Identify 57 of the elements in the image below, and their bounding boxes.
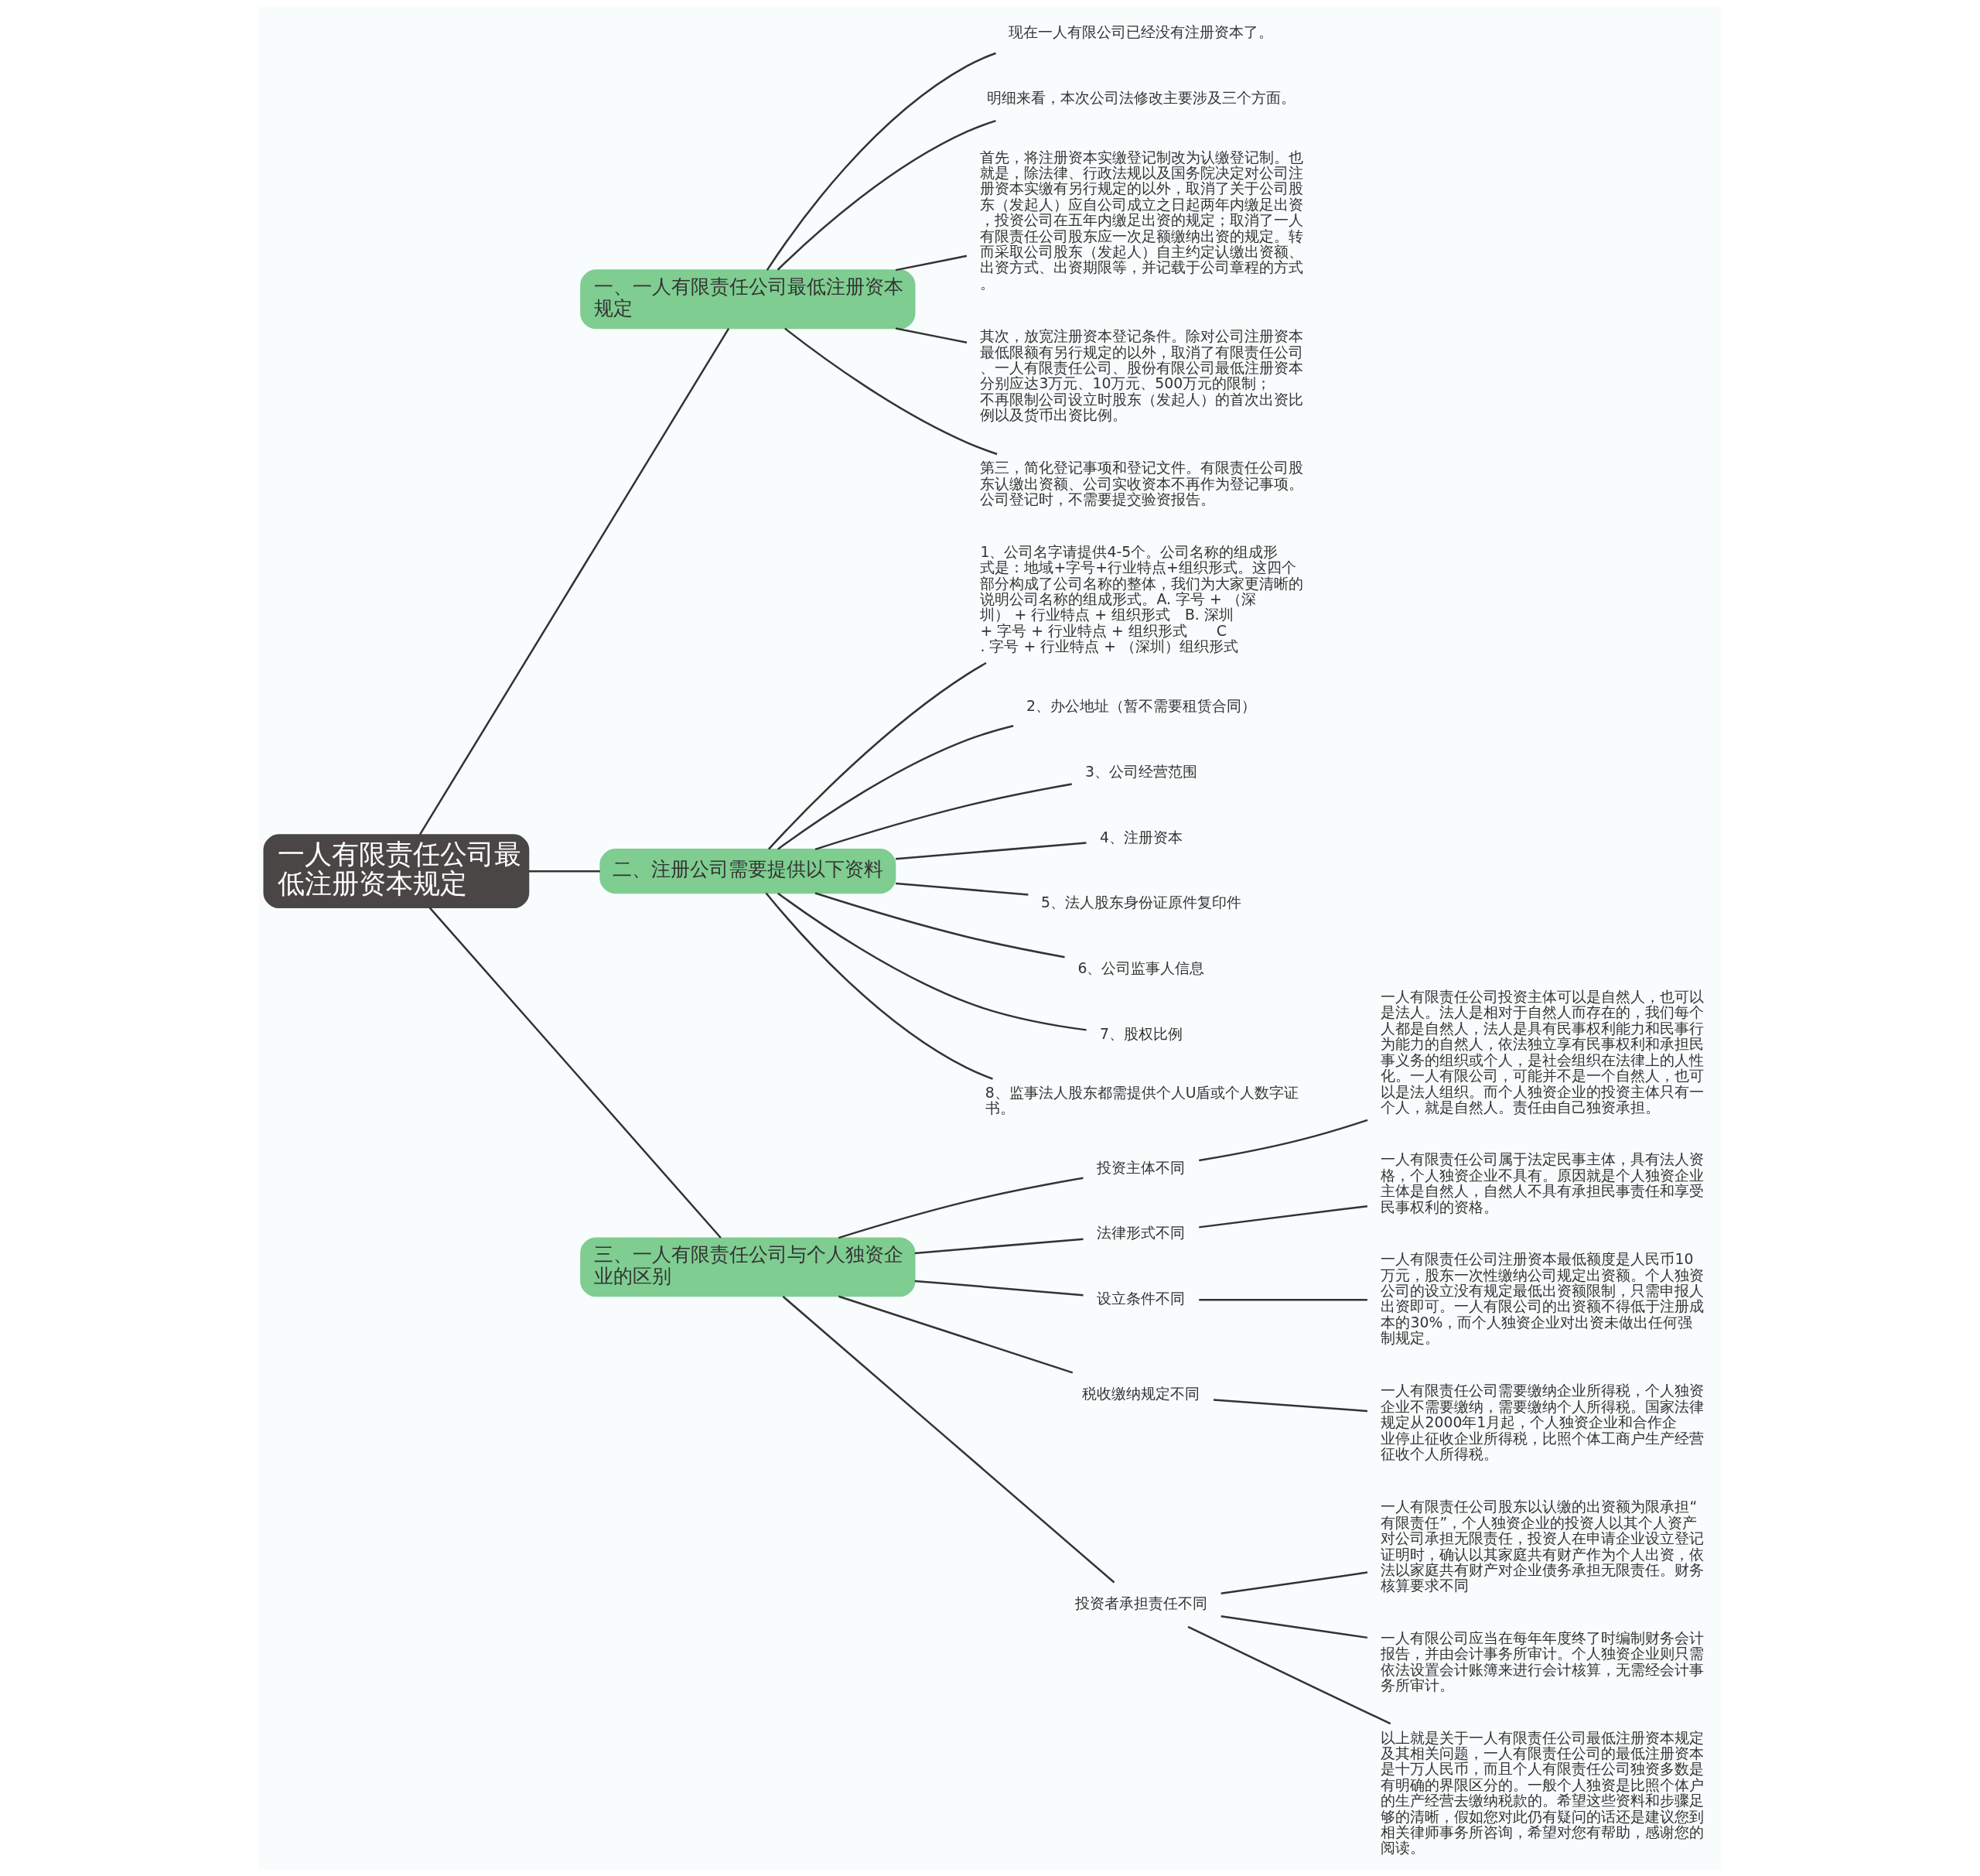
connector <box>1199 1119 1368 1162</box>
node-text: 4、注册资本 <box>1099 829 1183 846</box>
connector <box>777 892 1087 1031</box>
connector <box>428 907 722 1239</box>
connector <box>895 842 1087 860</box>
connector <box>768 661 987 850</box>
connector <box>914 1238 1084 1255</box>
connector <box>1199 1205 1368 1228</box>
connector <box>895 255 968 272</box>
connector <box>784 327 998 456</box>
connector <box>895 882 1029 896</box>
connector <box>1213 1399 1368 1413</box>
node-text: 以上就是关于一人有限责任公司最低注册资本规定及其相关问题，一人有限责任公司的最低注册资本是十万人民币，而且个人有限责任公司独资多数是有明确的界限区分的。一般个人独资是比照个体户的生产经营去缴纳税款的。希望这些资料和步骤足够的清晰，假如您对此仍有疑问的话还是建议您到相关律师事务所咨询，希望对您有帮助，感谢您的阅读。 <box>1381 1729 1705 1857</box>
node-text: 一人有限责任公司投资主体可以是自然人，也可以是法人。法人是相对于自然人而存在的，我们每个人都是自然人，法人是具有民事权利能力和民事行为能力的自然人，依法独立享有民事权利和承担民事义务的组织或个人，是社会组织在法律上的人性化。一人有限公司，可能并不是一个自然人，也可以是法人组织。而个人独资企业的投资主体只有一个人，就是自然人。责任由自己独资承担。 <box>1381 989 1705 1116</box>
node-text: 7、股权比例 <box>1099 1025 1183 1042</box>
node-text: 一人有限责任公司股东以认缴的出资额为限承担“有限责任”，个人独资企业的投资人以其个人资产对公司承担无限责任，投资人在申请企业设立登记证明时，确认以其家庭共有财产作为个人出资，依法以家庭共有财产对企业债务承担无限责任。财务核算要求不同 <box>1381 1498 1705 1594</box>
connector <box>766 52 996 271</box>
connector <box>838 1177 1084 1239</box>
connector <box>528 870 600 873</box>
connector <box>777 725 1014 850</box>
connector <box>1220 1571 1368 1594</box>
node-text: 一人有限责任公司注册资本最低额度是人民币10万元，股东一次性缴纳公司规定出资额。个人独资公司的设立没有规定最低出资额限制，只需申报人出资即可。一人有限公司的出资额不得低于注册成本的30%，而个人独资企业对出资未做出任何强制规定。 <box>1381 1251 1705 1347</box>
node-text: 一人有限公司应当在每年年度终了时编制财务会计报告，并由会计事务所审计。个人独资企业则只需依法设置会计账簿来进行会计核算，无需经会计事务所审计。 <box>1381 1629 1705 1694</box>
connector <box>777 119 996 271</box>
node-text: 现在一人有限公司已经没有注册资本了。 <box>1009 23 1274 40</box>
connector <box>782 1295 1115 1584</box>
node-text: 税收缴纳规定不同 <box>1082 1385 1200 1402</box>
node-text: 投资者承担责任不同 <box>1074 1595 1207 1612</box>
connector <box>895 327 968 343</box>
node-text: 8、监事法人股东都需提供个人U盾或个人数字证书。 <box>985 1085 1299 1117</box>
connector <box>814 783 1072 851</box>
connector <box>1187 1625 1391 1725</box>
connector <box>814 892 1065 959</box>
node-box: 三、一人有限责任公司与个人独资企业的区别 <box>580 1237 916 1297</box>
node-box: 一人有限责任公司最低注册资本规定 <box>263 834 530 909</box>
connector <box>914 1280 1084 1297</box>
node-text: 3、公司经营范围 <box>1084 763 1197 780</box>
node-text: 5、法人股东身份证原件复印件 <box>1040 894 1241 911</box>
connector <box>838 1295 1074 1374</box>
connector <box>1199 1299 1367 1301</box>
node-text: 其次，放宽注册资本登记条件。除对公司注册资本最低限额有另行规定的以外，取消了有限责任公司、一人有限责任公司、股份有限公司最低注册资本分别应达3万元、10万元、500万元的限制；不再限制公司设立时股东（发起人）的首次出资比例以及货币出资比例。 <box>980 328 1304 424</box>
node-text: 设立条件不同 <box>1097 1290 1186 1307</box>
node-text: 投资主体不同 <box>1097 1159 1186 1176</box>
node-text: 首先，将注册资本实缴登记制改为认缴登记制。也就是，除法律、行政法规以及国务院决定对公司注册资本实缴有另行规定的以外，取消了关于公司股东（发起人）应自公司成立之日起两年内缴足出资，投资公司在五年内缴足出资的规定；取消了一人有限责任公司股东应一次足额缴纳出资的规定。转而采取公司股东（发起人）自主约定认缴出资额、出资方式、出资期限等，并记载于公司章程的方式。 <box>980 149 1304 292</box>
node-text: 一人有限责任公司需要缴纳企业所得税，个人独资企业不需要缴纳，需要缴纳个人所得税。国家法律规定从2000年1月起，个人独资企业和合作企业停止征收企业所得税，比照个体工商户生产经营征收个人所得税。 <box>1381 1382 1705 1463</box>
node-text: 6、公司监事人信息 <box>1077 960 1205 977</box>
node-text: 法律形式不同 <box>1097 1225 1186 1242</box>
node-text: 1、公司名字请提供4-5个。公司名称的组成形式是：地域+字号+行业特点+组织形式。这四个部分构成了公司名称的整体，我们为大家更清晰的说明公司名称的组成形式。A. 字号 + （深圳） + 行业特点 + 组织形式 B. 深圳 + 字号 + 行业特点 + 组织形式 C. 字号 + 行业特点 + （深圳）组织形式 <box>980 543 1304 655</box>
connector <box>765 892 993 1080</box>
node-box: 二、注册公司需要提供以下资料 <box>599 849 896 894</box>
node-text: 第三，简化登记事项和登记文件。有限责任公司股东认缴出资额、公司实收资本不再作为登记事项。公司登记时，不需要提交验资报告。 <box>980 460 1304 508</box>
node-text: 2、办公地址（暂不需要租赁合同） <box>1026 698 1256 715</box>
node-box: 一、一人有限责任公司最低注册资本规定 <box>580 269 916 330</box>
node-text: 一人有限责任公司属于法定民事主体，具有法人资格，个人独资企业不具有。原因就是个人独资企业主体是自然人，自然人不具有承担民事责任和享受民事权利的资格。 <box>1381 1151 1705 1215</box>
node-text: 明细来看，本次公司法修改主要涉及三个方面。 <box>986 89 1296 106</box>
connector <box>1220 1615 1368 1639</box>
connector <box>418 328 730 835</box>
